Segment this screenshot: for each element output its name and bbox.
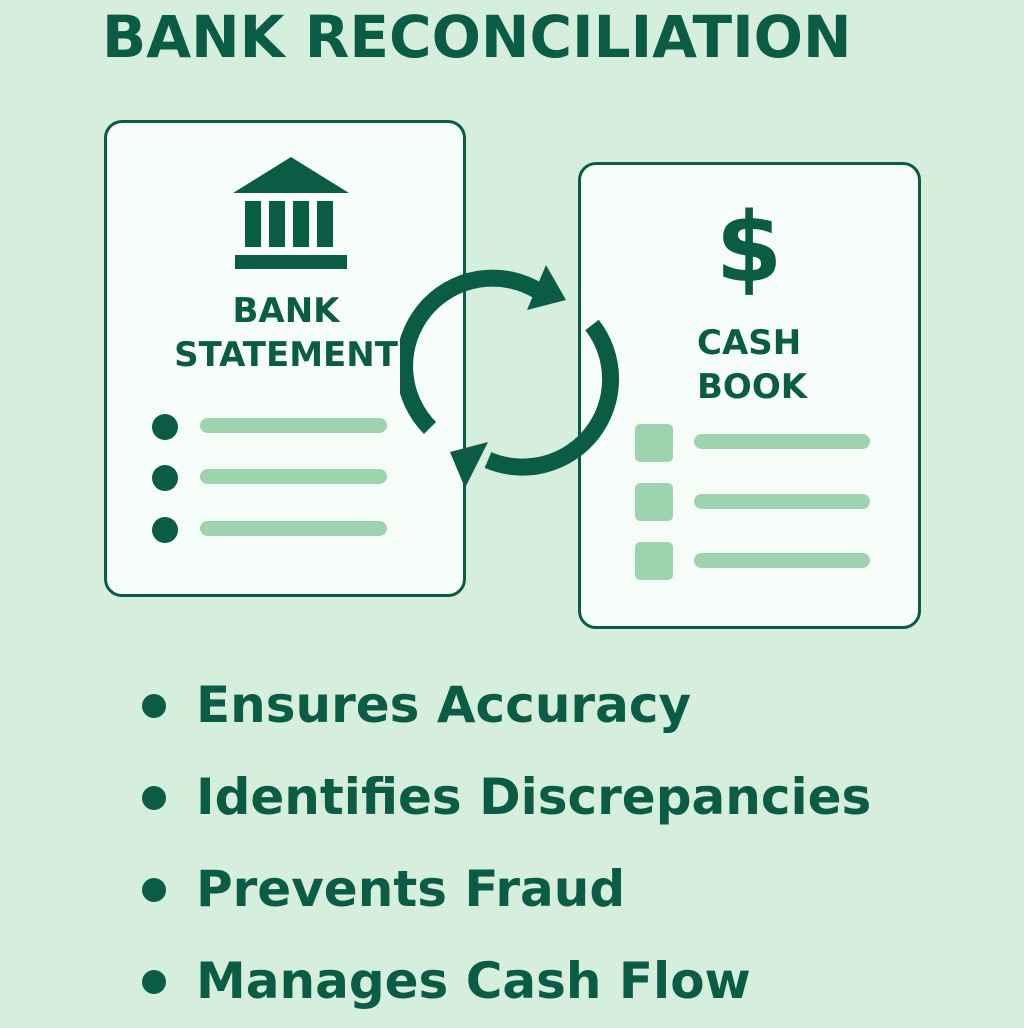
cash-row-checkbox [635, 424, 673, 462]
benefit-text: Manages Cash Flow [196, 952, 751, 1010]
cash-row-line [694, 553, 870, 568]
cash-book-title-line1: CASH [697, 323, 802, 363]
bank-statement-title: BANK STATEMENT [161, 289, 411, 377]
cash-row-checkbox [635, 483, 673, 521]
bullet-icon [142, 878, 166, 902]
bank-statement-title-line1: BANK [232, 291, 340, 331]
bank-row-bullet [152, 465, 178, 491]
sync-arrows-icon [400, 265, 620, 488]
bank-statement-title-line2: STATEMENT [174, 335, 398, 375]
cash-row-line [694, 434, 870, 449]
bullet-icon [142, 786, 166, 810]
cash-book-title: CASH BOOK [663, 321, 843, 409]
benefit-text: Identifies Discrepancies [196, 768, 872, 826]
bank-row-line [200, 418, 387, 433]
bank-row-line [200, 521, 387, 536]
cash-book-card: $ CASH BOOK [578, 162, 921, 629]
bullet-icon [142, 970, 166, 994]
benefit-text: Prevents Fraud [196, 860, 626, 918]
bullet-icon [142, 694, 166, 718]
cash-row-line [694, 494, 870, 509]
bank-building-icon [233, 157, 349, 269]
bank-row-line [200, 469, 387, 484]
dollar-sign-icon: $ [715, 192, 783, 304]
page-title: BANK RECONCILIATION [102, 3, 852, 71]
cash-row-checkbox [635, 542, 673, 580]
benefit-text: Ensures Accuracy [196, 676, 692, 734]
bank-row-bullet [152, 414, 178, 440]
bank-row-bullet [152, 517, 178, 543]
cash-book-title-line2: BOOK [697, 367, 808, 407]
